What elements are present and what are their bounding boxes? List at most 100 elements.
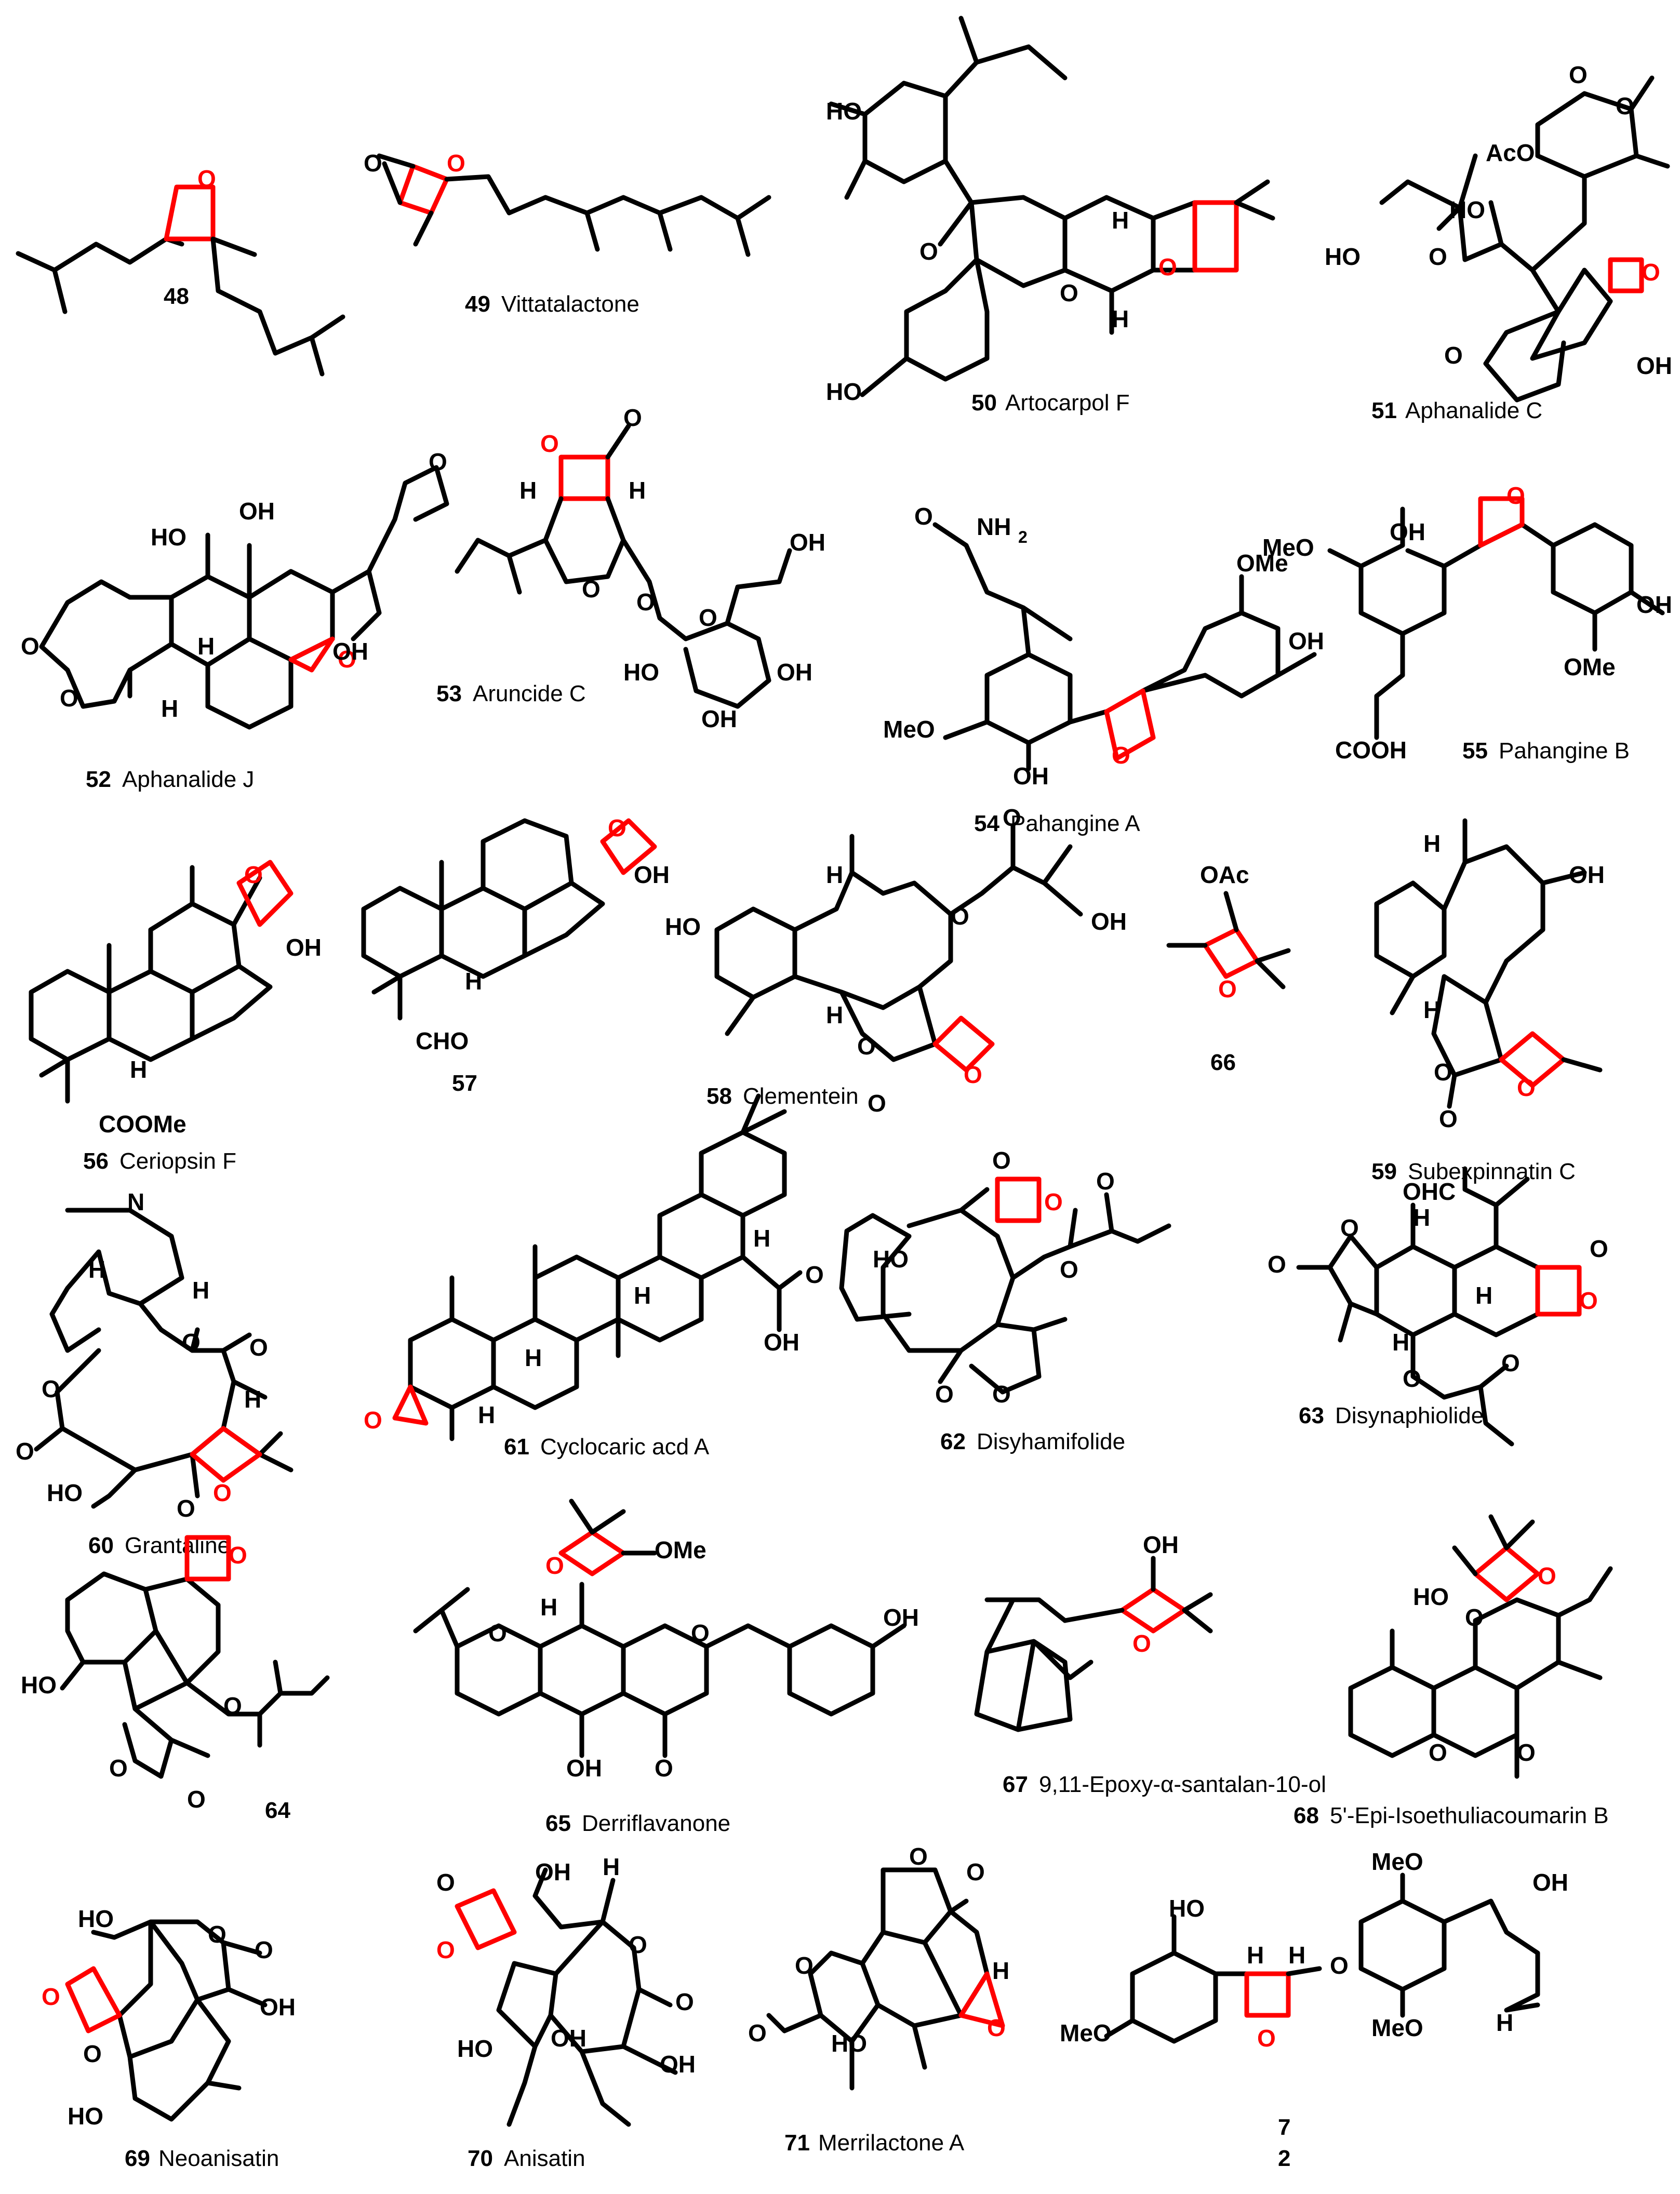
atom-MeO: MeO [1060,2019,1112,2046]
atom-H: H [1423,830,1441,857]
atom-O: O [1465,1604,1484,1631]
atom-H: H [88,1256,105,1283]
atom-OH: OH [566,1755,602,1782]
compound-number: 59 [1371,1159,1397,1184]
compound-number: 58 [706,1083,732,1109]
compound-name: Ceriopsin F [119,1148,236,1174]
atom-O: O [1403,1365,1421,1392]
atom-O: O [636,588,655,616]
atom-H: H [992,1957,1009,1984]
compound-number: 71 [784,2130,810,2156]
atom-OH: OH [1636,352,1672,379]
compound-name: Disynaphiolide [1335,1403,1484,1428]
compound-number: 53 [436,681,462,706]
atom-OH: OH [239,498,275,525]
atom-O: O [1218,975,1237,1002]
compound-name: Aphanalide C [1405,398,1542,423]
atom-HO: HO [68,2103,103,2130]
atom-OMe: OMe [1236,550,1288,577]
structure-69: HO O O O O OH HO 69 Neoanisatin [42,1905,296,2171]
atom-O: O [213,1479,232,1506]
compound-name: 9,11-Epoxy-α-santalan-10-ol [1039,1772,1326,1797]
atom-CHO: CHO [416,1027,469,1054]
structure-72: HO MeO H H O O MeO MeO OH H 7 2 [1060,1848,1568,2171]
compound-name: Clementein [743,1083,859,1109]
atom-MeO: MeO [1371,1848,1423,1875]
atom-H: H [1475,1282,1492,1309]
atom-HO: HO [1169,1895,1205,1922]
structure-51: O O AcO HO HO O O OH O 51 Aphanalide C [1325,61,1672,423]
atom-O: O [1506,482,1525,509]
atom-O: O [436,1869,455,1896]
atom-HO: HO [1325,243,1361,270]
atom-O: O [691,1620,710,1647]
compound-number: 52 [86,767,111,792]
atom-OH: OH [701,705,737,732]
atom-H: H [1423,996,1441,1023]
atom-O: O [1642,259,1660,286]
compound-number: 57 [452,1071,477,1096]
atom-O: O [951,903,969,930]
atom-O: O [868,1090,886,1117]
atom-O: O [540,430,559,457]
atom-OH: OH [1288,627,1324,654]
atom-COOH: COOH [1335,737,1407,764]
structure-55: OH MeO O OH OMe COOH 55 Pahangine B [1262,482,1672,764]
atom-O: O [1517,1074,1536,1101]
atom-H: H [1247,1942,1264,1969]
atom-N: N [127,1188,144,1215]
atom-H: H [192,1277,209,1304]
atom-OH: OH [260,1994,296,2021]
compound-number: 62 [940,1429,966,1454]
atom-HO: HO [826,378,862,405]
compound-number: 61 [504,1434,529,1460]
compound-number-2: 2 [1278,2146,1290,2171]
atom-O: O [16,1438,34,1465]
atom-O: O [1444,342,1463,369]
atom-O: O [42,1983,60,2010]
structure-50: HO O O O H H HO 50 Artocarpol F [826,16,1275,416]
atom-MeO: MeO [883,716,935,743]
compound-number: 67 [1003,1772,1028,1797]
atom-O: O [964,1061,982,1088]
compound-number-7: 7 [1278,2115,1290,2140]
structure-66: OAc O 66 [1166,861,1291,1075]
compound-name: Anisatin [504,2146,585,2171]
atom-O: O [338,646,356,673]
structure-60: N H H O O O O HO H O 60 Grantaline [16,1188,294,1558]
atom-HO: HO [457,2035,493,2062]
atom-H: H [1496,2009,1513,2036]
compound-number: 55 [1462,738,1488,764]
atom-O: O [187,1786,206,1813]
atom-OH: OH [883,1604,919,1631]
compound-number: 51 [1371,398,1397,423]
atom-HO: HO [78,1905,114,1932]
atom-OH: OH [535,1858,571,1885]
atom-O: O [1439,1105,1458,1132]
atom-O: O [629,1931,647,1958]
atom-OH: OH [551,2025,586,2052]
compound-name: Artocarpol F [1005,390,1130,416]
atom-O: O [1501,1349,1520,1376]
atom-O: O [182,1329,201,1356]
compound-number: 69 [125,2146,150,2171]
atom-O: O [60,685,78,712]
atom-HO: HO [21,1671,57,1698]
atom-H: H [465,968,482,995]
atom-O: O [805,1261,824,1288]
atom-H: H [540,1594,557,1621]
atom-HO: HO [665,913,701,940]
atom-O: O [1044,1188,1063,1215]
compound-name: Vittatalactone [501,291,639,317]
atom-O: O [987,2014,1006,2041]
atom-OMe: OMe [1564,653,1616,680]
atom-H: H [130,1056,147,1083]
atom-O: O [1003,804,1021,831]
atom-MeO: MeO [1262,534,1314,561]
atom-COOMe: COOMe [99,1111,186,1138]
atom-OH: OH [777,659,812,686]
atom-NH2-subscript: 2 [1018,528,1028,546]
structure-70: OH H O O O O HO OH OH 70 Anisatin [436,1853,696,2171]
atom-O: O [229,1542,247,1569]
